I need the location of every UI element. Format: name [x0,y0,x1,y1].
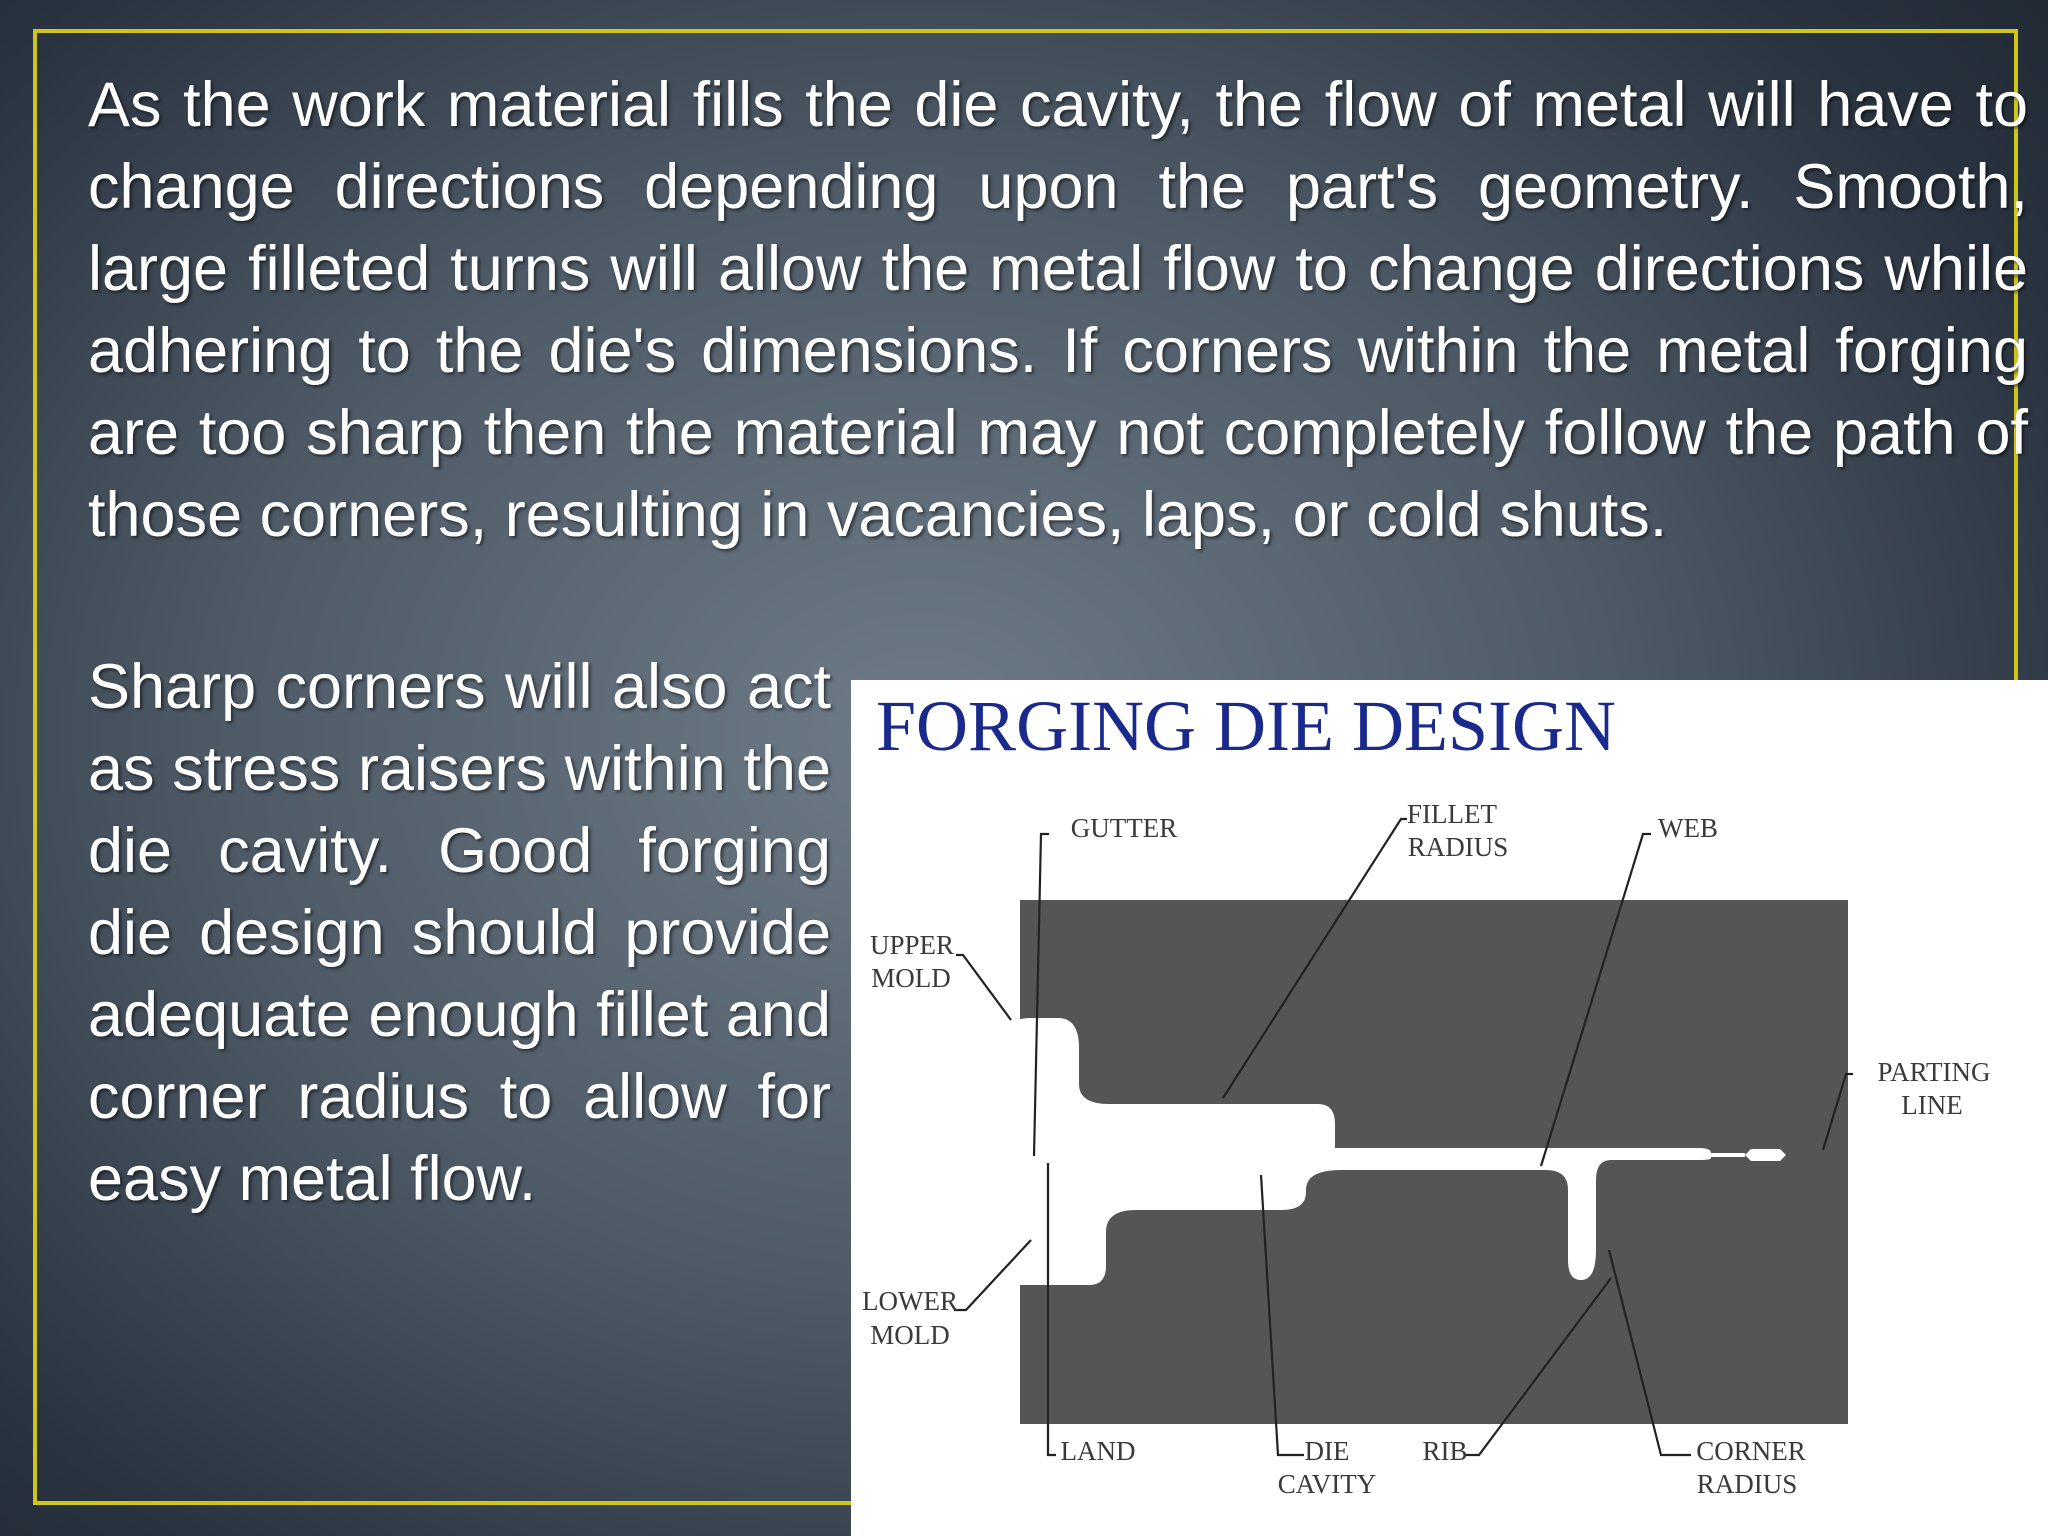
intro-paragraph: As the work material fills the die cavit… [88,70,2028,550]
die-cavity [996,1018,1711,1285]
diagram-title: FORGING DIE DESIGN [876,686,1616,766]
web-leader [1539,832,1651,1167]
flash-land-left [960,1153,995,1157]
die-cavity-leader [1259,1174,1304,1457]
forging-die-diagram: FORGING DIE DESIGN GUTTER FILLET RADIUS … [851,680,2048,1536]
corner-radius-leader [1607,1249,1691,1457]
label-die-cavity-line2: CAVITY [1278,1469,1377,1499]
label-parting-line1: PARTING [1878,1057,1991,1087]
flash-land-right [1711,1153,1745,1157]
label-web: WEB [1658,813,1718,843]
land-leader [1046,1163,1056,1457]
gutter-left [918,1150,960,1161]
label-parting-line2: LINE [1901,1090,1962,1120]
gutter-leader [1032,832,1049,1157]
label-fillet-line1: FILLET [1407,799,1497,829]
label-fillet-line2: RADIUS [1408,832,1509,862]
label-upper-mold-line2: MOLD [871,963,951,993]
label-lower-mold-line2: MOLD [870,1320,950,1350]
label-rib: RIB [1422,1436,1467,1466]
label-die-cavity-line1: DIE [1305,1436,1350,1466]
parting-leader [1821,1072,1853,1151]
label-corner-radius-line1: CORNER [1696,1436,1806,1466]
label-upper-mold-line1: UPPER [870,930,954,960]
label-lower-mold-line1: LOWER [862,1286,958,1316]
label-land: LAND [1061,1436,1136,1466]
label-gutter: GUTTER [1071,813,1177,843]
label-corner-radius-line2: RADIUS [1697,1469,1798,1499]
lower-mold-leader [954,1239,1032,1312]
gutter-right [1745,1149,1786,1161]
rib-leader [1464,1277,1612,1457]
fillet-leader [1222,817,1407,1099]
stress-paragraph: Sharp corners will also act as stress ra… [88,652,831,1214]
upper-mold-leader [956,953,1012,1021]
